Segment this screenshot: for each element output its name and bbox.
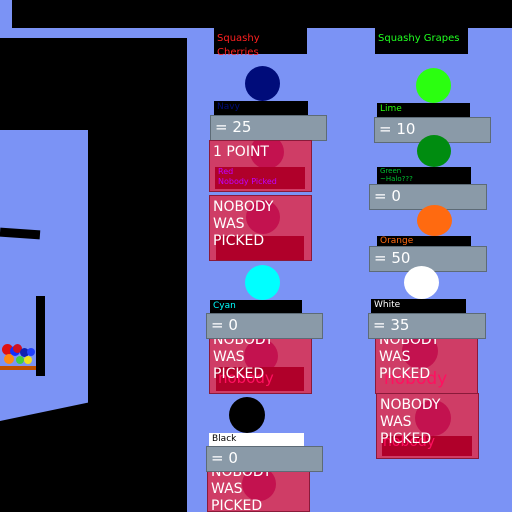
score-white: = 35: [368, 313, 486, 339]
card-bubble: [402, 333, 438, 369]
card-points-text: 1 POINT: [213, 144, 269, 160]
ball-orange: [417, 205, 452, 236]
card-inner-box: [382, 436, 472, 456]
marble-orange: [4, 354, 14, 364]
card-1-point: 1 POINT Red Nobody Picked: [209, 140, 312, 192]
card-inner-box: [216, 367, 304, 391]
score-green: = 0: [369, 184, 487, 210]
ball-cyan: [245, 265, 280, 300]
card-nobody-right-2: nobody NOBODY WAS PICKED: [376, 393, 479, 459]
ball-white: [404, 266, 439, 299]
tag-cyan: Cyan: [210, 300, 302, 314]
ball-lime: [416, 68, 451, 103]
marble-blue-2: [27, 348, 35, 356]
tag-lime: Lime: [377, 103, 470, 117]
card-bubble: [415, 400, 451, 436]
tag-navy: Navy: [214, 101, 308, 115]
marble-navy: [20, 348, 29, 357]
tag-white: White: [371, 299, 466, 313]
arena-ledge: [36, 296, 45, 376]
marble-red-2: [13, 344, 22, 353]
card-inner-box: [215, 167, 305, 189]
card-bubble: [246, 200, 280, 234]
arena-floor: [0, 366, 36, 370]
card-nobody-1: NOBODY WAS PICKED: [209, 195, 312, 261]
top-bar: [12, 0, 512, 28]
card-nobody-text: NOBODY WAS PICKED: [213, 199, 274, 249]
score-navy: = 25: [210, 115, 327, 141]
team-title-right: Squashy Grapes: [375, 28, 468, 54]
arena-bottom: [0, 382, 187, 512]
card-nobody-text: NOBODY WAS PICKED: [380, 397, 441, 447]
score-black: = 0: [206, 446, 323, 472]
card-inner-box: [216, 236, 304, 260]
card-ghost-text: nobody: [384, 369, 448, 389]
marble-green: [16, 356, 24, 364]
card-nobody-right-1: nobody NOBODY WAS PICKED: [375, 328, 478, 394]
card-sub-text: Red Nobody Picked: [218, 167, 277, 186]
card-nobody-text: NOBODY WAS PICKED: [379, 332, 440, 382]
ball-black: [229, 397, 265, 433]
card-nobody-text: NOBODY WAS PICKED: [213, 332, 274, 382]
card-ghost-text: nobody: [383, 434, 436, 450]
marble-red: [2, 344, 13, 355]
card-ghost-text: nobody: [218, 369, 274, 387]
score-cyan: = 0: [206, 313, 323, 339]
card-bubble: [250, 141, 284, 169]
ball-green: [417, 135, 451, 167]
arena-bar: [0, 227, 41, 240]
marble-yellow: [24, 356, 32, 364]
tag-orange: Orange: [377, 236, 471, 247]
tag-black: Black: [209, 433, 304, 447]
team-title-left: Squashy Cherries: [214, 28, 307, 58]
tag-green: Green ~Halo???: [377, 167, 471, 184]
card-bubble: [242, 467, 276, 501]
ball-navy: [245, 66, 280, 101]
